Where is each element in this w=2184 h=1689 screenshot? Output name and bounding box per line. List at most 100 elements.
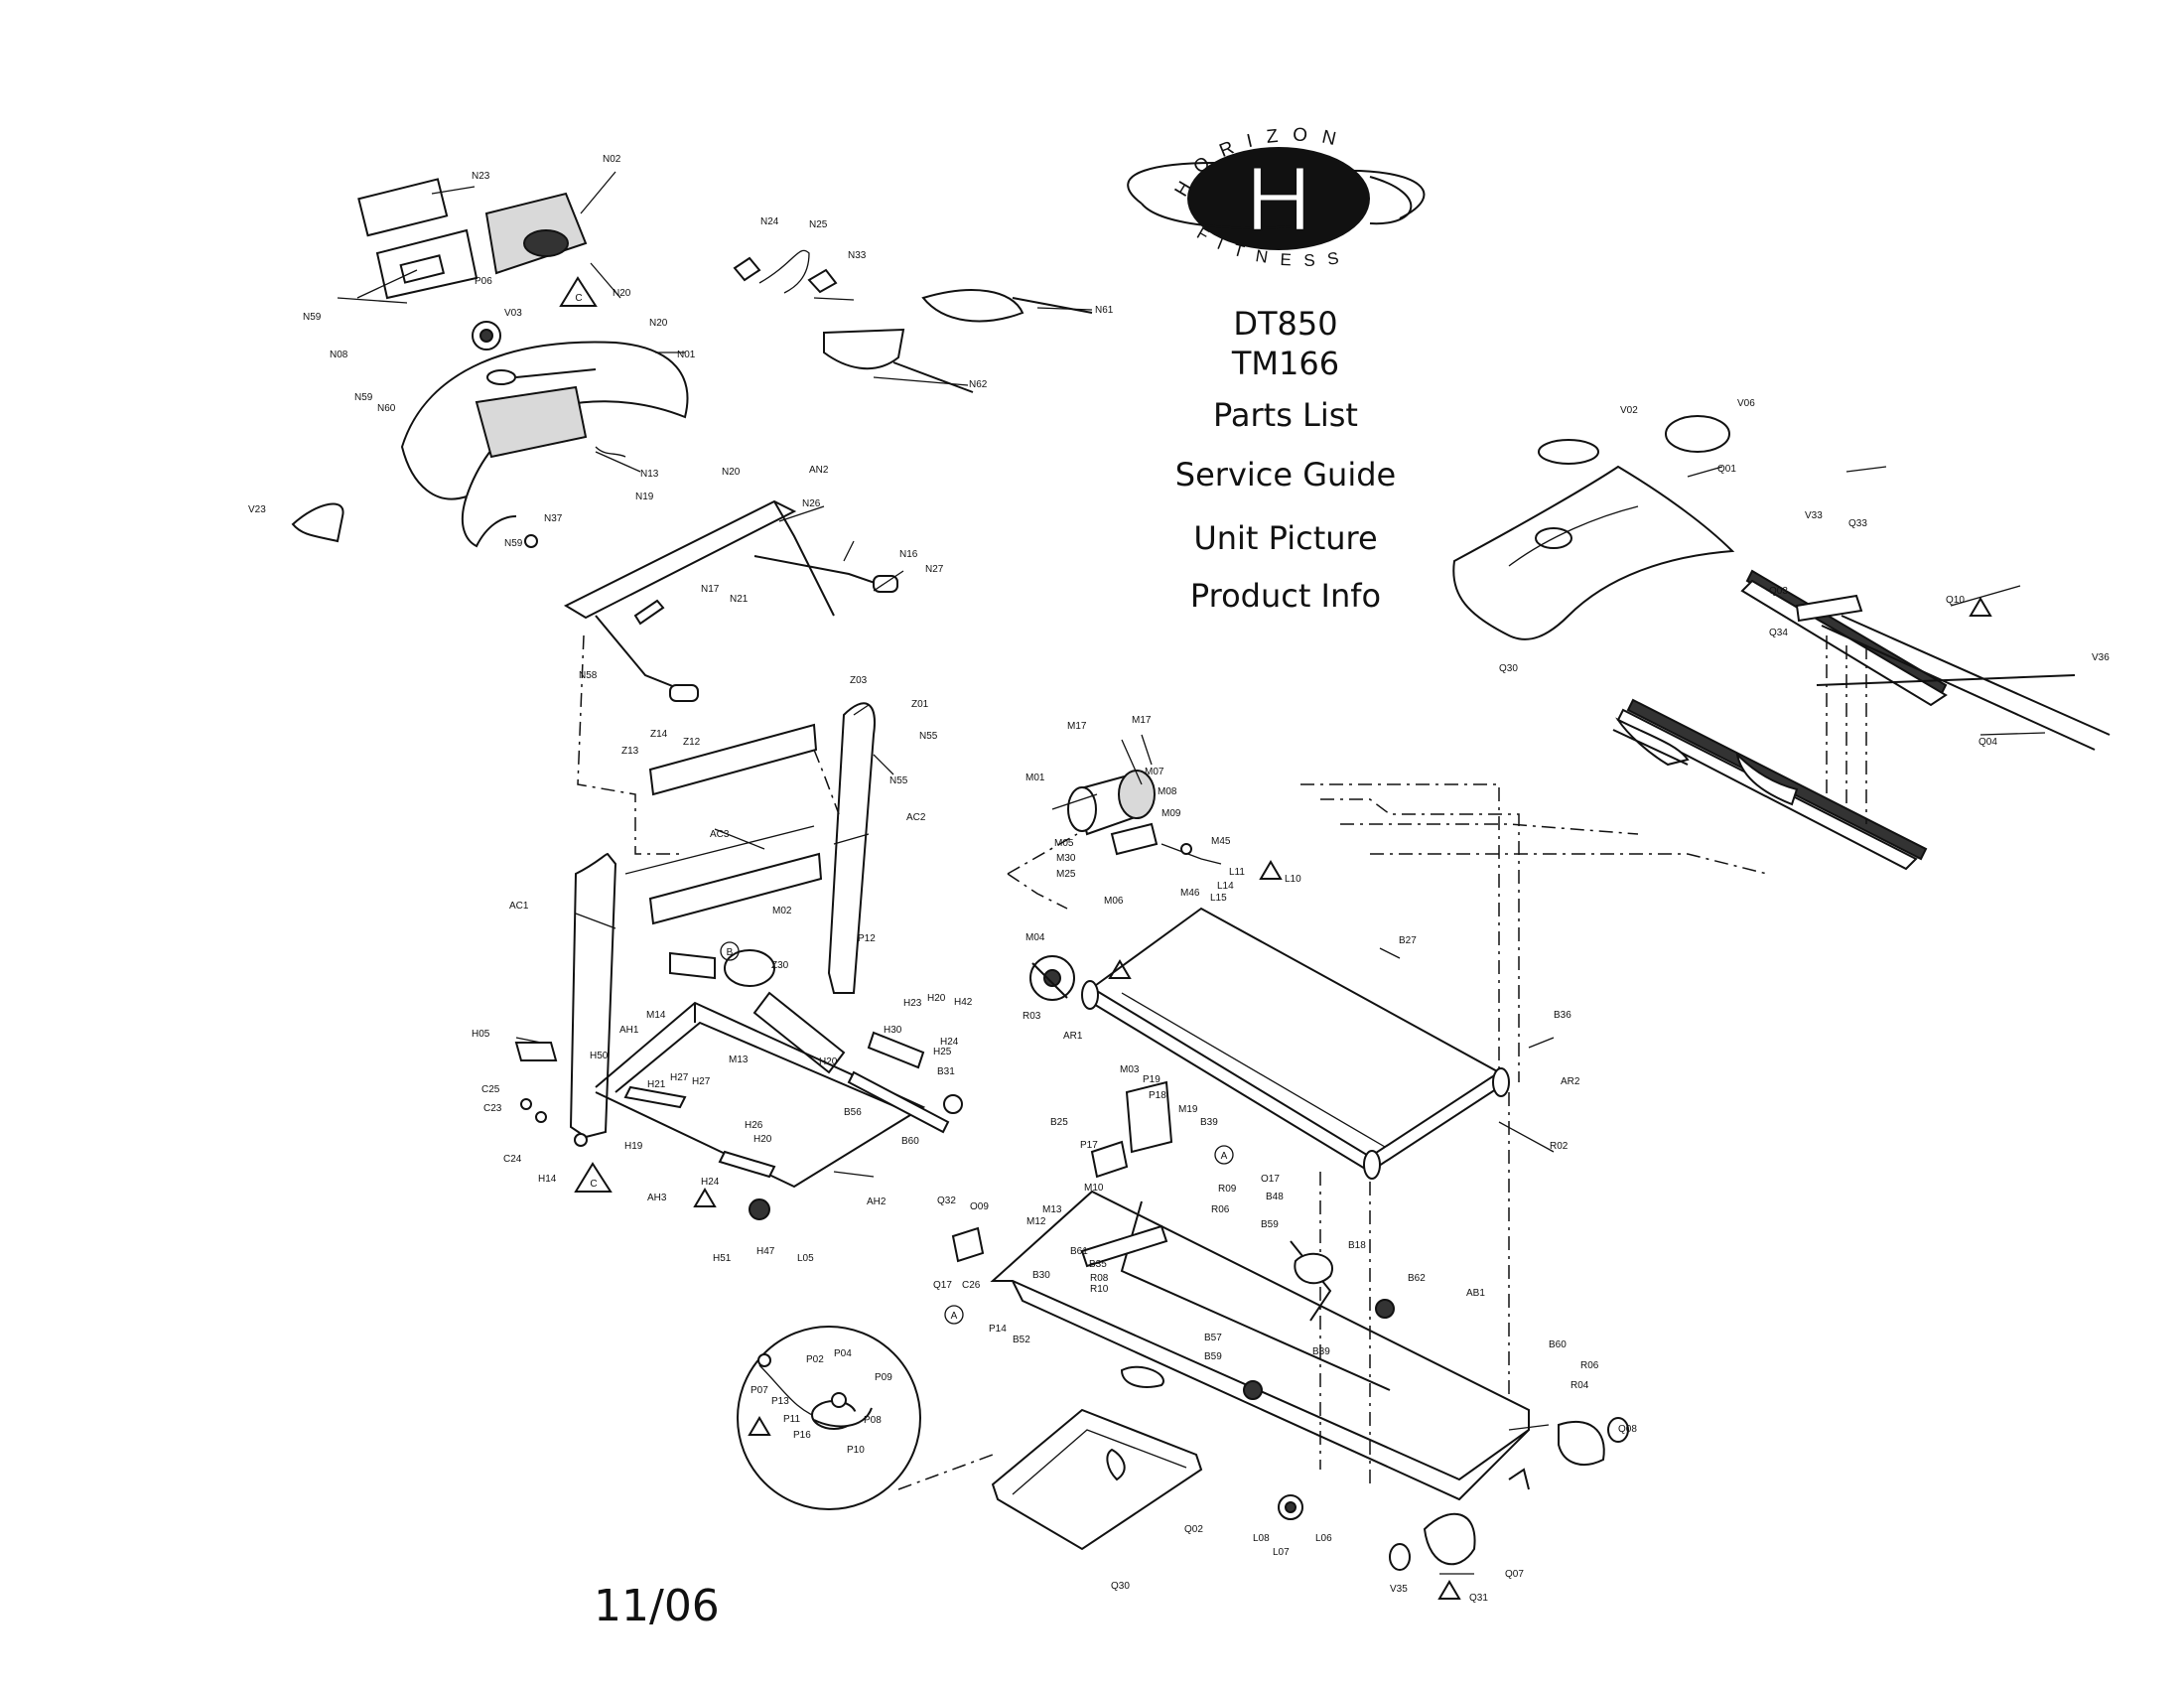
callout-label-h05: H05 bbox=[472, 1029, 490, 1040]
svg-text:C: C bbox=[575, 293, 582, 304]
callout-label-n20: N20 bbox=[649, 318, 668, 329]
callout-label-n26: N26 bbox=[802, 498, 821, 509]
callout-label-z14: Z14 bbox=[650, 729, 668, 740]
walking-deck bbox=[1081, 783, 1768, 1489]
callout-label-m13: M13 bbox=[729, 1055, 749, 1065]
callout-label-m25: M25 bbox=[1056, 869, 1076, 880]
unit-picture-link[interactable]: Unit Picture bbox=[1193, 519, 1378, 557]
callout-label-c24: C24 bbox=[503, 1154, 522, 1165]
callout-label-an2: AN2 bbox=[809, 465, 829, 476]
callout-label-n13: N13 bbox=[640, 469, 659, 480]
callout-label-p07: P07 bbox=[751, 1385, 768, 1396]
callout-label-p12: P12 bbox=[858, 933, 876, 944]
callout-label-q04: Q04 bbox=[1979, 737, 1997, 748]
svg-text:A: A bbox=[1221, 1151, 1228, 1162]
callout-label-h20: H20 bbox=[753, 1134, 772, 1145]
callout-label-m07: M07 bbox=[1145, 767, 1164, 777]
callout-label-h42: H42 bbox=[954, 997, 973, 1008]
callout-label-n33: N33 bbox=[848, 250, 867, 261]
callout-label-r08: R08 bbox=[1090, 1273, 1109, 1284]
callout-label-b56: B56 bbox=[844, 1107, 862, 1118]
callout-label-b48: B48 bbox=[1266, 1192, 1284, 1202]
callout-label-z13: Z13 bbox=[621, 746, 639, 757]
service-guide-link[interactable]: Service Guide bbox=[1174, 456, 1397, 493]
callout-label-h27: H27 bbox=[670, 1072, 689, 1083]
callout-label-m30: M30 bbox=[1056, 853, 1076, 864]
callout-label-v06: V06 bbox=[1737, 398, 1755, 409]
callout-label-b30: B30 bbox=[1032, 1270, 1050, 1281]
callout-label-r06: R06 bbox=[1580, 1360, 1599, 1371]
callout-label-m04: M04 bbox=[1025, 932, 1045, 943]
callout-label-q30: Q30 bbox=[1111, 1581, 1130, 1592]
logo-monogram: H bbox=[1246, 149, 1311, 250]
upright-frame bbox=[563, 499, 898, 1139]
callout-label-b60: B60 bbox=[1549, 1339, 1567, 1350]
warning-marks: C C A A B bbox=[559, 276, 1992, 1600]
callout-label-n37: N37 bbox=[544, 513, 563, 524]
callout-label-m03: M03 bbox=[1120, 1064, 1140, 1075]
revision-date: 11/06 bbox=[594, 1581, 720, 1631]
product-info-link[interactable]: Product Info bbox=[1189, 577, 1382, 615]
callout-label-v03: V03 bbox=[504, 308, 522, 319]
callout-label-m46: M46 bbox=[1180, 888, 1200, 899]
callout-label-b36: B36 bbox=[1554, 1010, 1571, 1021]
callout-label-l10: L10 bbox=[1285, 874, 1301, 885]
callout-label-q02: Q02 bbox=[1184, 1524, 1203, 1535]
callout-label-n02: N02 bbox=[603, 154, 621, 165]
callout-label-ac2: AC2 bbox=[906, 812, 926, 823]
callout-label-b39: B39 bbox=[1312, 1346, 1330, 1357]
callout-label-h51: H51 bbox=[713, 1253, 732, 1264]
callout-label-n08: N08 bbox=[330, 350, 348, 360]
pulse-grip-parts bbox=[733, 249, 1093, 393]
callout-label-h20: H20 bbox=[819, 1056, 838, 1067]
callout-label-m17: M17 bbox=[1067, 721, 1087, 732]
drive-motor bbox=[1007, 734, 1222, 1001]
callout-label-q34: Q34 bbox=[1769, 628, 1788, 638]
callout-label-p19: P19 bbox=[1143, 1074, 1160, 1085]
callout-label-m06: M06 bbox=[1104, 896, 1124, 907]
callout-label-b59: B59 bbox=[1261, 1219, 1279, 1230]
callout-label-m08: M08 bbox=[1158, 786, 1177, 797]
callout-label-q07: Q07 bbox=[1505, 1569, 1524, 1580]
model-number-primary: DT850 bbox=[1233, 305, 1338, 343]
callout-label-h24: H24 bbox=[701, 1177, 720, 1188]
callout-label-o17: O17 bbox=[1261, 1174, 1280, 1185]
callout-label-p06: P06 bbox=[475, 276, 492, 287]
callout-label-b57: B57 bbox=[1204, 1333, 1222, 1343]
callout-label-n58: N58 bbox=[579, 670, 598, 681]
callout-label-h27: H27 bbox=[692, 1076, 711, 1087]
callout-label-h26: H26 bbox=[745, 1120, 763, 1131]
detail-callout-circle bbox=[737, 1326, 921, 1510]
callout-label-c23: C23 bbox=[483, 1103, 502, 1114]
callout-label-ah2: AH2 bbox=[867, 1196, 887, 1207]
callout-label-n59: N59 bbox=[354, 392, 373, 403]
callout-label-h20: H20 bbox=[927, 993, 946, 1004]
callout-label-h24: H24 bbox=[940, 1037, 959, 1048]
callout-label-ah1: AH1 bbox=[619, 1025, 639, 1036]
svg-text:B: B bbox=[727, 947, 734, 958]
callout-label-l14: L14 bbox=[1217, 881, 1234, 892]
callout-label-b18: B18 bbox=[1348, 1240, 1366, 1251]
callout-label-q08: Q08 bbox=[1618, 1424, 1637, 1435]
callout-label-r02: R02 bbox=[1550, 1141, 1569, 1152]
callout-label-p10: P10 bbox=[847, 1445, 865, 1456]
callout-label-p17: P17 bbox=[1080, 1140, 1098, 1151]
parts-list-link[interactable]: Parts List bbox=[1213, 396, 1358, 434]
callout-label-m09: M09 bbox=[1161, 808, 1181, 819]
callout-label-p18: P18 bbox=[1149, 1090, 1166, 1101]
callout-label-b60: B60 bbox=[901, 1136, 919, 1147]
callout-label-h21: H21 bbox=[647, 1079, 666, 1090]
callout-label-b31: B31 bbox=[937, 1066, 955, 1077]
callout-label-v23: V23 bbox=[248, 504, 266, 515]
callout-label-n55: N55 bbox=[889, 775, 908, 786]
callout-label-p14: P14 bbox=[989, 1324, 1007, 1335]
callout-label-b62: B62 bbox=[1408, 1273, 1426, 1284]
callout-label-m02: M02 bbox=[772, 906, 792, 916]
callout-label-r03: R03 bbox=[1023, 1011, 1041, 1022]
callout-labels: N23N02N20N59N08P06V03N20N01N59N60N13N19V… bbox=[248, 154, 2110, 1604]
callout-label-b25: B25 bbox=[1050, 1117, 1068, 1128]
callout-label-n59: N59 bbox=[303, 312, 322, 323]
callout-label-m19: M19 bbox=[1178, 1104, 1198, 1115]
callout-label-m14: M14 bbox=[646, 1010, 666, 1021]
callout-label-ah3: AH3 bbox=[647, 1193, 667, 1203]
